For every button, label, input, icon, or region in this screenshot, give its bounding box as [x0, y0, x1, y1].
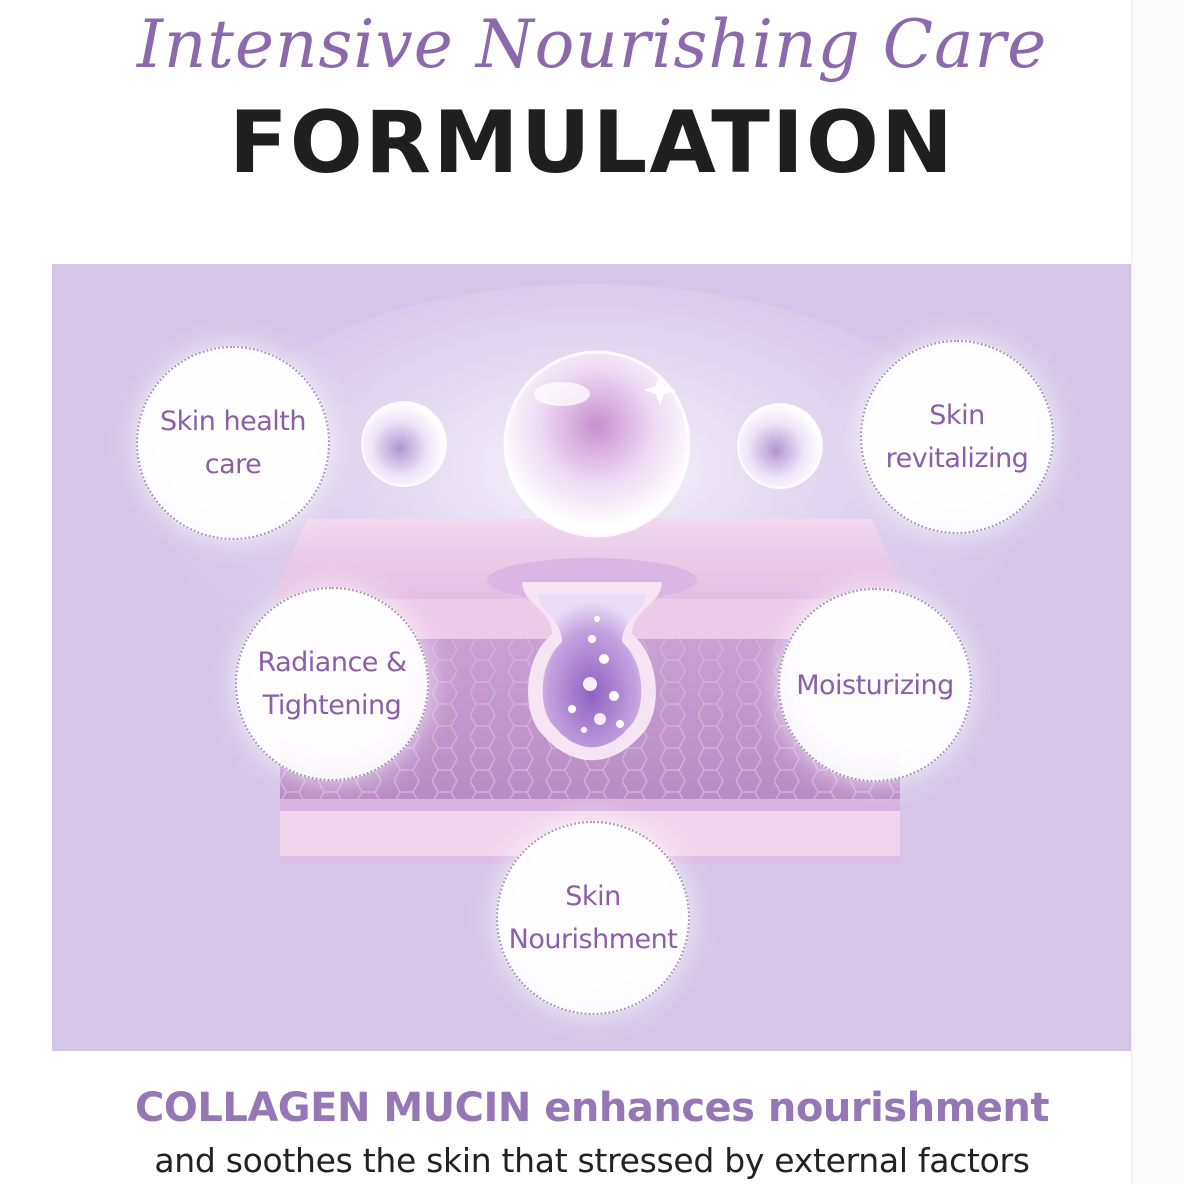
formulation-diagram: Skin health care Skin revitalizing Radia… [52, 264, 1131, 1051]
page-edge-strip [1131, 0, 1184, 1184]
main-title: FORMULATION [229, 93, 955, 193]
script-title: Intensive Nourishing Care [136, 6, 1048, 83]
footer-subline: and soothes the skin that stressed by ex… [154, 1141, 1030, 1180]
benefit-bubble-radiance-tightening: Radiance & Tightening [235, 587, 429, 781]
footer-headline: COLLAGEN MUCIN enhances nourishment [0, 1080, 1184, 1136]
collagen-mucin-highlight: COLLAGEN MUCIN [135, 1085, 531, 1131]
benefit-bubble-skin-nourishment: Skin Nourishment [496, 821, 690, 1015]
benefit-bubble-skin-health-care: Skin health care [136, 346, 330, 540]
footer-headline-rest: enhances nourishment [530, 1085, 1049, 1131]
benefit-bubble-moisturizing: Moisturizing [778, 588, 972, 782]
benefit-bubble-skin-revitalizing: Skin revitalizing [860, 340, 1054, 534]
